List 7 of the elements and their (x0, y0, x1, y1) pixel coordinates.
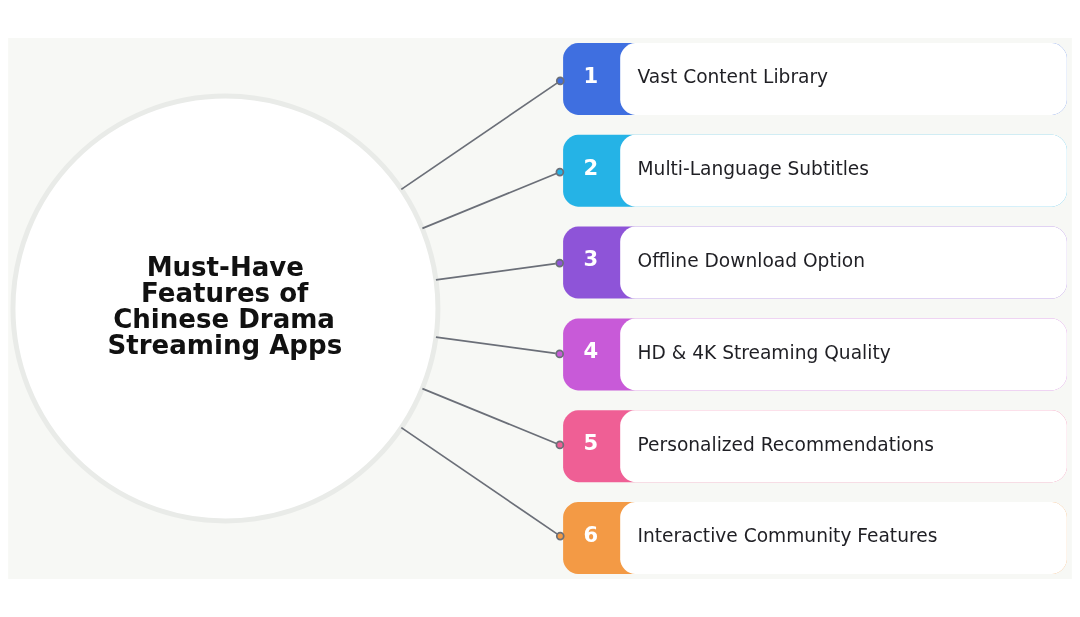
connector (421, 167, 565, 230)
node-circle: Must-Have Features of Chinese Drama Streaming Apps (10, 93, 441, 524)
connector (400, 76, 565, 191)
connector (435, 336, 564, 359)
connector (435, 258, 564, 281)
connector (400, 426, 565, 541)
connector (421, 387, 565, 450)
